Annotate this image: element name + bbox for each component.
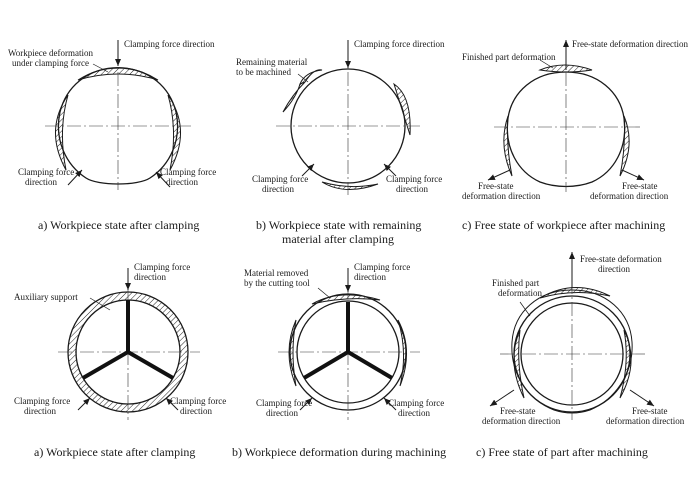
label-clamping-force-right: Clamping force [388,398,444,408]
finished-part-deformation [539,287,611,299]
label-free-state-direction: Free-state deformation direction [572,39,688,49]
label-clamping-force-direction: Clamping force direction [354,39,445,49]
label-clamping-force-right: Clamping force [160,167,216,177]
label-direction-left: direction [25,177,57,187]
label-under-clamping-force: under clamping force [12,58,89,68]
label-finished-part-deformation: Finished part deformation [462,52,556,62]
label-direction: direction [598,264,630,274]
label-direction-right: direction [396,184,428,194]
panel-a-bottom: Clamping force direction Auxiliary suppo… [14,262,226,459]
label-clamping-force-right: Clamping force [386,174,442,184]
label-clamping-force-left: Clamping force [252,174,308,184]
free-state-arrow [487,169,511,181]
clamp-arrow [299,397,313,411]
label-deformation: deformation [498,288,542,298]
deformation-region [167,94,181,171]
panel-b-bottom: Clamping force direction Material remove… [232,262,446,459]
remaining-material [321,181,379,190]
caption-a-top: a) Workpiece state after clamping [38,218,199,232]
label-direction-right: direction [398,408,430,418]
free-state-arrow [489,389,515,407]
caption-b-top-line1: b) Workpiece state with remaining [256,218,421,232]
caption-a-bottom: a) Workpiece state after clamping [34,445,195,459]
label-free-state-left: Free-state [500,406,535,416]
auxiliary-support [302,350,350,380]
panel-b-top: Clamping force direction Remaining mater… [236,39,445,246]
label-direction: direction [134,272,166,282]
label-deformation-direction-right: deformation direction [606,416,685,426]
label-direction-left: direction [24,406,56,416]
leader-line [317,287,331,299]
panel-c-top: Free-state deformation direction Finishe… [462,39,688,232]
caption-c-bottom: c) Free state of part after machining [476,445,648,459]
auxiliary-support [81,350,130,380]
label-clamping-force: Clamping force [134,262,190,272]
label-finished-part: Finished part [492,278,540,288]
caption-b-top-line2: material after clamping [282,232,394,246]
clamp-arrow [383,163,397,177]
leader-line [539,59,554,69]
label-deformation-direction-right: deformation direction [590,191,669,201]
material-removed [288,319,297,387]
leader-line [92,63,109,73]
label-free-state-right: Free-state [632,406,667,416]
panel-c-bottom: Free-state deformation direction Finishe… [476,252,685,459]
label-direction-right: direction [166,177,198,187]
auxiliary-support [126,350,175,380]
label-direction: direction [354,272,386,282]
label-clamping-force-direction: Clamping force direction [124,39,215,49]
label-direction-left: direction [262,184,294,194]
caption-c-top: c) Free state of workpiece after machini… [462,218,665,232]
free-state-arrow [629,389,655,407]
label-clamping-force-left: Clamping force [14,396,70,406]
caption-b-bottom: b) Workpiece deformation during machinin… [232,445,446,459]
label-deformation-direction-left: deformation direction [482,416,561,426]
panel-a-top: Clamping force direction Workpiece defor… [8,39,216,232]
clamp-arrow [383,397,397,411]
leader-line [297,73,309,83]
label-material-removed: Material removed [244,268,309,278]
label-direction-right: direction [180,406,212,416]
label-clamping-force-right: Clamping force [170,396,226,406]
label-free-state-right: Free-state [622,181,657,191]
label-direction-left: direction [266,408,298,418]
label-deformation-direction-left: deformation direction [462,191,541,201]
clamp-arrow [165,397,179,411]
remaining-material [282,69,323,113]
label-remaining-material: Remaining material [236,57,308,67]
auxiliary-support [346,350,394,380]
label-by-the-cutting-tool: by the cutting tool [244,278,310,288]
label-free-state-left: Free-state [478,181,513,191]
deformation-region [55,94,69,171]
label-clamping-force: Clamping force [354,262,410,272]
label-to-be-machined: to be machined [236,67,291,77]
label-clamping-force-left: Clamping force [18,167,74,177]
clamp-arrow [155,171,171,188]
leader-line [519,301,531,317]
clamp-arrow [77,397,91,411]
leader-line [89,297,111,311]
clamp-arrow [301,163,315,177]
label-auxiliary-support: Auxiliary support [14,292,78,302]
label-workpiece-deformation: Workpiece deformation [8,48,93,58]
free-state-arrow [621,169,645,181]
label-free-state-deformation: Free-state deformation [580,254,662,264]
label-clamping-force-left: Clamping force [256,398,312,408]
clamp-arrow [67,169,83,186]
